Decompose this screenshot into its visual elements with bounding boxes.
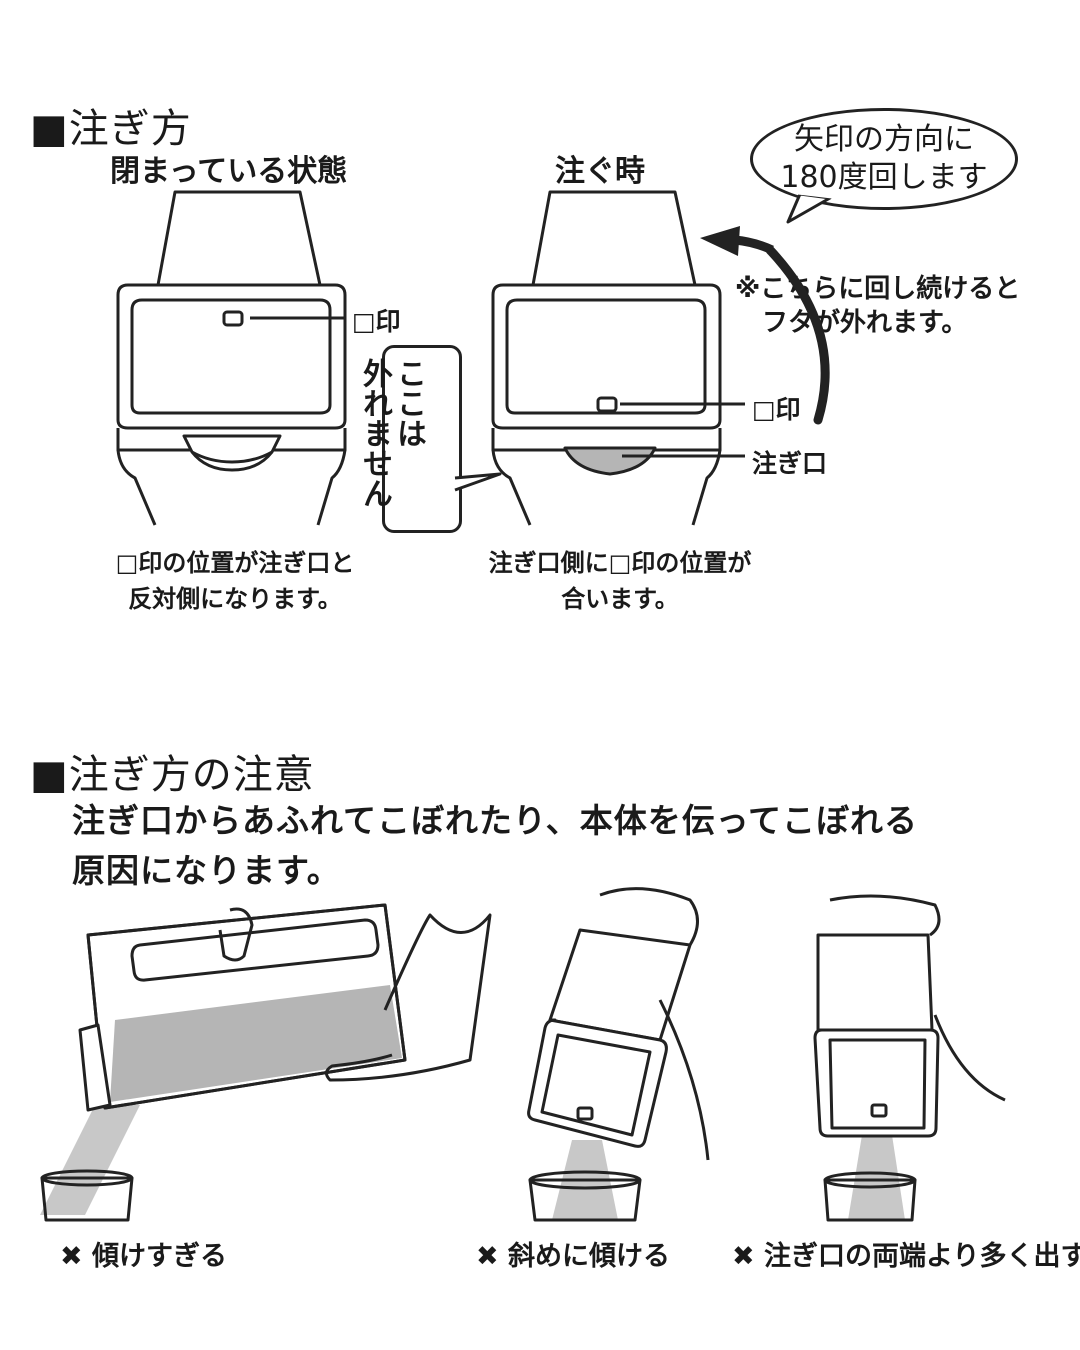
bubble-line-2: 180度回します bbox=[780, 160, 988, 195]
callout-column-2: 外れません bbox=[357, 358, 392, 508]
caution-body-line-2: 原因になります。 bbox=[72, 851, 341, 890]
warning-note-line-2: フタが外れます。 bbox=[762, 308, 968, 338]
mark-label-closed: □印 bbox=[352, 307, 401, 336]
warning-diagonal-tilt: ✖ 斜めに傾ける bbox=[476, 1234, 670, 1273]
pouring-heading: 注ぐ時 bbox=[555, 154, 645, 189]
rotation-speech-bubble: 矢印の方向に 180度回します bbox=[750, 108, 1018, 210]
caption-pouring: 注ぎ口側に□印の位置が 合います。 bbox=[460, 545, 780, 617]
warning-text: 注ぎ口の両端より多く出す bbox=[764, 1241, 1080, 1272]
caution-body-line-1: 注ぎ口からあふれてこぼれたり、本体を伝ってこぼれる bbox=[72, 801, 919, 840]
caption-closed-line-1: □印の位置が注ぎ口と bbox=[115, 549, 355, 577]
warning-text: 斜めに傾ける bbox=[508, 1241, 671, 1272]
spout-label: 注ぎ口 bbox=[752, 449, 828, 478]
warning-text: 傾けすぎる bbox=[92, 1241, 228, 1272]
warning-too-much-tilt: ✖ 傾けすぎる bbox=[60, 1234, 227, 1273]
caption-closed-line-2: 反対側になります。 bbox=[128, 585, 342, 613]
section-title-pouring-caution: ■注ぎ方の注意 bbox=[30, 752, 315, 798]
does-not-detach-callout: ここは 外れません bbox=[357, 345, 462, 533]
mark-label-pouring: □印 bbox=[752, 395, 801, 424]
caption-pouring-line-2: 合います。 bbox=[561, 585, 679, 613]
x-mark-icon: ✖ bbox=[476, 1241, 499, 1272]
x-mark-icon: ✖ bbox=[732, 1241, 755, 1272]
warning-note-line-1: ※こちらに回し続けると bbox=[735, 274, 1021, 304]
closed-state-heading: 閉まっている状態 bbox=[110, 154, 348, 189]
bubble-line-1: 矢印の方向に bbox=[794, 122, 974, 157]
warning-overflow-spout: ✖ 注ぎ口の両端より多く出す bbox=[732, 1234, 1080, 1273]
callout-column-1: ここは bbox=[391, 358, 426, 448]
caption-closed: □印の位置が注ぎ口と 反対側になります。 bbox=[80, 545, 390, 617]
section-title-how-to-pour: ■注ぎ方 bbox=[30, 106, 192, 152]
x-mark-icon: ✖ bbox=[60, 1241, 83, 1272]
caption-pouring-line-1: 注ぎ口側に□印の位置が bbox=[488, 549, 752, 577]
